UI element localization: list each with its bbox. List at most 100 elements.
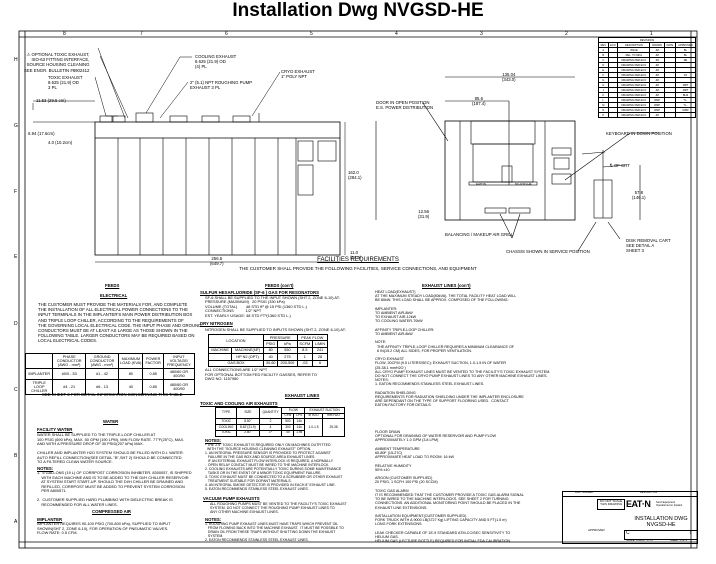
callout-optional-toxic-exhaust: ⚠ OPTIONAL TOXIC EXHAUST, ISO-63 FITTING…	[24, 52, 90, 73]
company-subtitle: Semi Equipment Operations Ion Implant	[656, 501, 683, 507]
table-cell: 6	[312, 359, 328, 368]
callout-toxic-exhaust: TOXIC EXHAUST 8.625 (21.9) OD 3 PL	[48, 75, 83, 91]
toxic-cooling-heading: TOXIC AND COOLING AIR EXHAUSTS	[200, 401, 278, 406]
table-cell: POWER FACTOR	[142, 352, 164, 370]
table-cell: 30-60	[262, 359, 279, 368]
do-not-scale: DO NOT SCALE THIS DRAWING	[600, 499, 623, 507]
zone-col-6: 6	[225, 31, 228, 37]
scale-label: SCALE: 0.04/NT FT=1	[626, 539, 653, 542]
dim-width: 256.6 (649.7)	[210, 256, 224, 267]
exhaust-lines-heading: EXHAUST LINES	[285, 393, 320, 398]
zone-col-7: 7	[140, 31, 143, 37]
feeds-heading: FEEDS	[105, 283, 120, 288]
zone-row-e: E	[14, 254, 18, 260]
nitrogen-note-1: ALL CONNECTIONS ARE 1/2" NPT	[205, 367, 268, 372]
zone-row-h: H	[14, 57, 18, 63]
dim-6-94: 6.94 (17.6cm)	[28, 131, 55, 136]
dim-4-0: 4.0 (10.2cm)	[48, 140, 73, 145]
tb-part-number-header: PART NUMBER	[575, 491, 593, 494]
drawing-title: Installation Dwg NVGSD-HE	[232, 0, 484, 21]
table-cell: 2.50"	[236, 429, 260, 437]
table-cell: P	[598, 112, 609, 118]
callout-disk-cart: DISK REMOVAL CART SEE DETAIL A SHEET 3	[626, 238, 671, 254]
table-cell: DRAWING PER ECO	[617, 112, 651, 118]
water-notes-label: NOTES:	[37, 466, 54, 471]
table-cell: 200-500	[277, 359, 298, 368]
dim-11-0: 11.0 (27.9)	[350, 250, 362, 261]
table-cell: .03	[296, 359, 314, 368]
table-cell: #0/0 - 53	[52, 368, 87, 381]
electrical-body: THE CUSTOMER MUST PROVIDE THE MATERIALS …	[38, 302, 202, 344]
table-cell: 1*	[258, 429, 283, 437]
callout-keyboard: KEYBOARD IN DOWN POSITION	[606, 131, 672, 136]
zone-row-f: F	[14, 189, 18, 195]
table-cell: TRIPLE LOOP CHILLER	[24, 379, 54, 396]
table-row: PHASE CONDUCTOR (AWG - mm²)GROUND CONDUC…	[24, 352, 196, 370]
table-cell	[663, 112, 677, 118]
revision-letter: T	[689, 530, 693, 536]
table-cell: 40	[281, 429, 295, 437]
dim-crt: 57.8 (146.1)	[632, 190, 646, 201]
dim-side-mid: 85.6 (187.4)	[472, 96, 486, 107]
title-block-header-row	[562, 491, 698, 497]
table-cell: 0.85	[142, 368, 164, 381]
table-cell: GAS BOX	[208, 359, 264, 368]
water-notes: 1. 5 GALLONS (19 L) OF CORRPOST CORROSIO…	[37, 470, 192, 507]
table-cell: #1 - 42	[85, 368, 120, 381]
sf6-heading: SULFUR HEXAFLUORIDE (SF-6 ) GAS FOR RESO…	[200, 290, 319, 295]
compressed-air-body: IMPLANTER REQUIRES 90-100 PSIG (700-800 …	[37, 521, 171, 535]
exhaust-notes: * THE 2.5" TOXIC EXHAUST IS REQUIRED ONL…	[205, 443, 343, 491]
eaton-logo: EAT·N	[626, 499, 651, 509]
electrical-heading: ELECTRICAL	[100, 293, 128, 298]
table-cell: 0.85	[142, 379, 164, 396]
zone-col-1: 1	[650, 31, 653, 37]
sf6-body: SF-6 SHALL BE SUPPLIED TO THE INPUT SHOW…	[205, 295, 340, 318]
table-cell: 480/60 OR 400/50	[162, 379, 196, 396]
vacuum-notes-label: NOTES:	[205, 517, 222, 522]
electrical-table: PHASE CONDUCTOR (AWG - mm²)GROUND CONDUC…	[24, 352, 196, 396]
facilities-heading: FACILITIES REQUIREMENTS	[317, 257, 399, 263]
table-cell: INPUT VOLTAGE/ FREQUENCY	[162, 352, 196, 370]
callout-crt: ℄ OF CRT	[610, 163, 630, 168]
table-cell: LOCATION	[208, 334, 264, 348]
dim-side-total: 135.04 (343.0)	[502, 72, 516, 83]
brand-label: EATON	[476, 182, 487, 186]
zone-row-d: D	[14, 321, 18, 327]
table-cell: 480/60 OR 400/50	[162, 368, 196, 381]
dim-12-56: 12.56 (31.9)	[418, 209, 430, 220]
exhaust-cont-body-2: FLOOR DRAIN OPTIONAL FOR DRAINING OF WAT…	[375, 430, 524, 544]
zone-row-a: A	[14, 519, 18, 525]
nitrogen-body: NITROGEN SHALL BE SUPPLIED TO INPUTS SHO…	[205, 327, 346, 332]
tb-description-header: DESCRIPTION	[640, 491, 658, 494]
callout-door-open: DOOR IN OPEN POSITION E.S. POWER DISTRIB…	[376, 100, 434, 111]
sheet-size: C	[626, 530, 630, 536]
facility-water-heading: FACILITY WATER	[37, 427, 73, 432]
electrical-note: SEE SHEET 3 FOR DETAIL INFORMATION CONCE…	[42, 392, 183, 397]
exhaust-cont-heading: EXHAUST LINES (con't)	[422, 283, 471, 288]
callout-roughing-exhaust: 2" (5.1) NPT ROUGHING PUMP EXHAUST 3 PL	[190, 80, 253, 91]
dwg-number-box	[624, 530, 698, 540]
table-cell: MAXIMUM LOAD (KVA)	[118, 352, 144, 370]
table-cell: SIZE	[236, 406, 260, 420]
table-cell: IMPLANTER	[24, 368, 54, 381]
table-cell: TYPE	[214, 406, 238, 420]
table-cell: PHASE CONDUCTOR (AWG - mm²)	[52, 352, 87, 370]
zone-row-g: G	[14, 123, 18, 129]
nitrogen-note-2: FOR OPTIONAL BOTTOM FED FACILITY GASSES,…	[205, 372, 317, 382]
side-elevation-body	[444, 120, 576, 221]
vacuum-notes: 1. ROUGHING PUMP EXHAUST LINES MUST HAVE…	[205, 522, 344, 542]
callout-cryo-exhaust: CRYO EXHAUST 1" POLY NPT	[281, 69, 315, 80]
zone-col-8: 8	[63, 31, 66, 37]
vacuum-pump-heading: VACUUM PUMP EXHAUSTS	[203, 496, 260, 501]
dim-height: 162.0 (284.1)	[348, 170, 362, 181]
table-cell: #4 - 21	[52, 379, 87, 396]
